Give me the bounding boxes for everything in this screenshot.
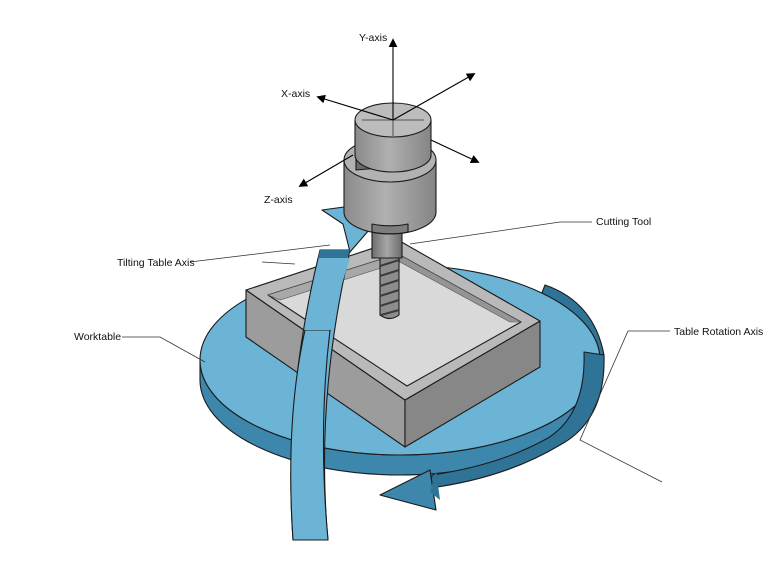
x-axis-line-positive	[392, 73, 476, 121]
spindle-head	[343, 102, 437, 235]
cutting-tool	[371, 231, 403, 320]
worktable-label: Worktable	[74, 331, 121, 343]
z-axis-line-positive	[430, 139, 480, 164]
leader-lines	[122, 221, 670, 483]
tilting-table-axis-label: Tilting Table Axis	[117, 257, 195, 269]
table-rotation-arrow-front	[379, 351, 605, 511]
y-axis-label: Y-axis	[359, 32, 387, 44]
tilting-table-arrow-front	[290, 258, 350, 541]
labels: Y-axis X-axis Z-axis Cutting Tool Tiltin…	[74, 32, 763, 343]
x-axis-line	[316, 94, 394, 121]
x-axis-label: X-axis	[281, 88, 310, 100]
coordinate-axes	[298, 38, 480, 187]
table-rotation-axis-label: Table Rotation Axis	[674, 326, 763, 338]
z-axis-line	[298, 154, 354, 187]
cutting-tool-label: Cutting Tool	[596, 216, 651, 228]
z-axis-label: Z-axis	[264, 194, 293, 206]
